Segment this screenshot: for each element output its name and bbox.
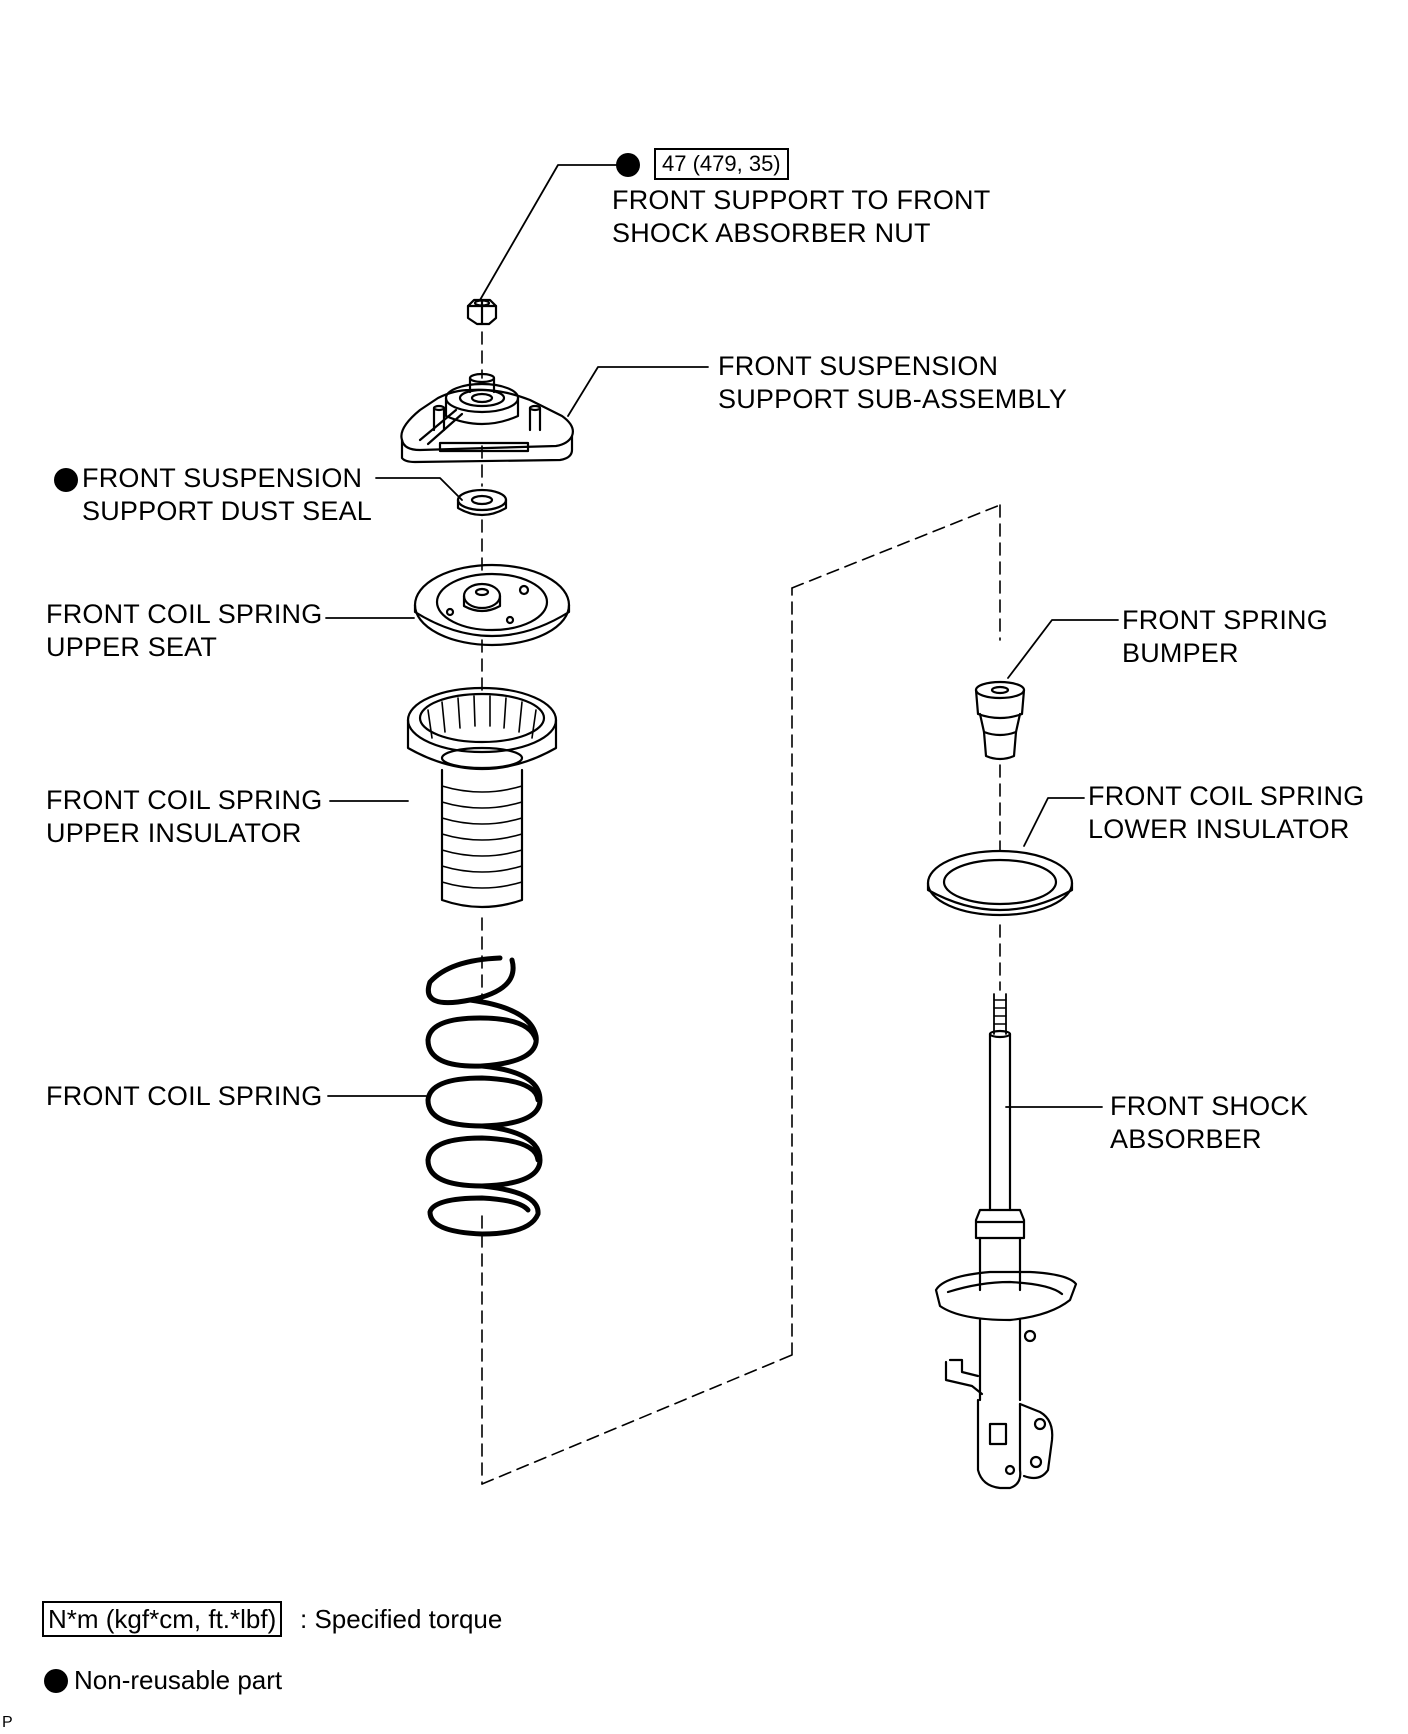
leader-support-assembly <box>567 366 709 417</box>
legend-non-reusable-text: Non-reusable part <box>74 1665 283 1695</box>
lower-insulator-label-line2: LOWER INSULATOR <box>1088 814 1350 844</box>
legend-non-reusable-dot <box>44 1669 68 1693</box>
shock-absorber-label-line1: FRONT SHOCK <box>1110 1091 1309 1121</box>
corner-mark: P <box>2 1714 13 1731</box>
upper-insulator-label-line1: FRONT COIL SPRING <box>46 785 323 815</box>
upper-insulator-label-line2: UPPER INSULATOR <box>46 818 302 848</box>
spring-bumper-label-line2: BUMPER <box>1122 638 1239 668</box>
non-reusable-dot-nut <box>616 153 640 177</box>
coil-spring-drawing <box>425 955 543 1237</box>
support-assembly-label-line2: SUPPORT SUB-ASSEMBLY <box>718 384 1068 414</box>
legend-torque-text: : Specified torque <box>300 1604 503 1634</box>
lower-insulator-label-line1: FRONT COIL SPRING <box>1088 781 1365 811</box>
dust-seal-drawing <box>456 488 508 517</box>
legend-torque-box: N*m (kgf*cm, ft.*lbf) <box>42 1601 283 1637</box>
dust-seal-label-line2: SUPPORT DUST SEAL <box>82 496 372 526</box>
coil-spring-label: FRONT COIL SPRING <box>46 1081 323 1111</box>
upper-seat-drawing <box>413 563 571 647</box>
lower-insulator-drawing <box>926 849 1074 917</box>
non-reusable-dot-dust-seal <box>54 468 78 492</box>
nut-label-line2: SHOCK ABSORBER NUT <box>612 218 931 248</box>
spring-bumper-label-line1: FRONT SPRING <box>1122 605 1328 635</box>
upper-insulator-drawing <box>406 686 558 909</box>
support-assembly-drawing <box>400 372 574 464</box>
support-nut-drawing <box>466 298 498 326</box>
dust-seal-label-line1: FRONT SUSPENSION <box>82 463 363 493</box>
spring-bumper-drawing <box>974 680 1026 761</box>
shock-absorber-label-line2: ABSORBER <box>1110 1124 1262 1154</box>
leader-lines <box>325 164 1119 1108</box>
leader-lower-insulator <box>1023 797 1085 847</box>
nut-torque-spec: 47 (479, 35) <box>654 148 789 180</box>
leader-spring-bumper <box>1007 619 1119 679</box>
leader-dust-seal <box>375 477 463 501</box>
support-assembly-label-line1: FRONT SUSPENSION <box>718 351 999 381</box>
upper-seat-label-line2: UPPER SEAT <box>46 632 218 662</box>
shock-absorber-drawing <box>934 993 1078 1490</box>
exploded-boundary-line <box>481 504 1001 1485</box>
upper-seat-label-line1: FRONT COIL SPRING <box>46 599 323 629</box>
leader-nut <box>479 164 617 301</box>
nut-label-line1: FRONT SUPPORT TO FRONT <box>612 185 991 215</box>
